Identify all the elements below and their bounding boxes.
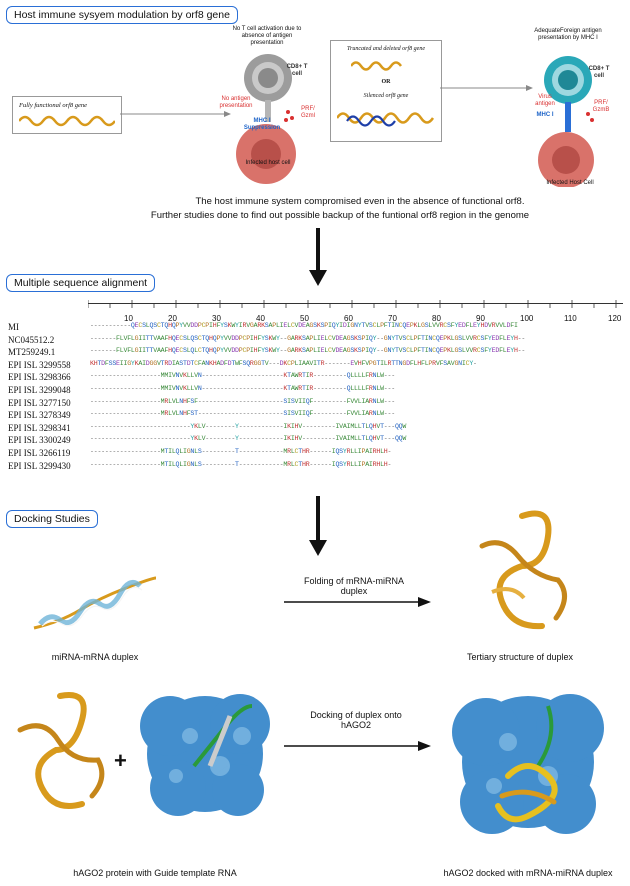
mirna-mrna-duplex-icon (33, 576, 157, 630)
caption-docked: hAGO2 docked with mRNA-miRNA duplex (443, 868, 613, 878)
cell1-cd8-label: CD8+ T cell (286, 64, 308, 77)
arrow-to-cell2 (440, 85, 533, 91)
duplex-ribbon-icon (17, 692, 105, 809)
ruler-number: 70 (388, 314, 397, 323)
caption-hago2-protein: hAGO2 protein with Guide template RNA (73, 868, 237, 878)
cell2-virus-label: Virus antigen (535, 94, 555, 107)
msa-sequence-label: MT259249.1 (8, 347, 56, 358)
silenced-rna-icon (337, 112, 435, 127)
tcell-host-cell-2-icon (538, 56, 594, 187)
msa-sequence-row: -------------------MTILQLIGNLS---------T… (90, 460, 392, 468)
hago2-protein-icon (140, 694, 270, 816)
caption-mirna-duplex: miRNA-mRNA duplex (51, 652, 139, 662)
ruler-number: 30 (212, 314, 221, 323)
msa-sequence-label: EPI ISL 3300249 (8, 435, 71, 446)
ruler-number: 100 (520, 314, 534, 323)
msa-sequence-row: -------------------MMIVNVKLLVN----------… (90, 385, 395, 392)
msa-sequence-label: EPI ISL 3278349 (8, 410, 71, 421)
section-title-immune: Host immune sysyem modulation by orf8 ge… (6, 6, 238, 24)
truncated-rna-icon (351, 61, 403, 71)
msa-sequence-row: -------------------MTILQLIGNLS---------T… (90, 448, 392, 455)
or-label: OR (381, 79, 391, 85)
cell2-mhc-label: MHC I (536, 112, 554, 118)
cell2-host-label: Infected Host Cell (546, 180, 594, 186)
down-arrow-1 (309, 228, 327, 286)
msa-sequence-row: -------------------MRLVLNHFSF-----------… (90, 397, 395, 405)
arrow-folding-label: Folding of mRNA-miRNA duplex (303, 576, 405, 596)
cell1-host-label: Infected host cell (245, 160, 291, 166)
cell1-top-note: No T cell activation due to absence of a… (232, 26, 302, 46)
msa-sequence-label: EPI ISL 3266119 (8, 448, 71, 458)
arrow-to-cell1 (120, 111, 231, 117)
ruler-number: 50 (300, 314, 309, 323)
msa-sequence-row: -----------QECSLQSCTQHQPYVVDDPCPIHFYSKWY… (90, 322, 518, 329)
msa-sequence-row: -------FLVFLGIITTVAAFHQECSLQSCTQHQPYVVDD… (90, 334, 526, 342)
ruler-number: 10 (124, 314, 133, 323)
msa-sequence-row: ---------------------------YKLV--------Y… (90, 422, 407, 430)
ruler-number: 60 (344, 314, 353, 323)
plus-sign: + (114, 748, 127, 773)
msa-sequence-row: -------------------MRLVLNHFST-----------… (90, 410, 395, 418)
tertiary-structure-icon (479, 510, 567, 630)
arrow-folding (284, 597, 431, 607)
ruler-number: 120 (608, 314, 622, 323)
msa-sequence-row: KHTDFSSEIIGYKAIDGGVTRDIASTDTCFANKHADFDTW… (90, 359, 477, 367)
msa-sequence-label: MI (8, 322, 19, 332)
functional-gene-label: Fully functional orf8 gene (19, 102, 88, 109)
msa-sequence-row: -------------------MMIVNVKLLVN----------… (90, 372, 395, 380)
msa-sequence-label: EPI ISL 3277150 (8, 397, 71, 408)
cell2-top-note: AdequateForeign antigen presentation by … (534, 28, 602, 41)
section-title-msa: Multiple sequence alignment (6, 274, 156, 292)
ruler-number: 40 (256, 314, 265, 323)
msa-sequence-label: EPI ISL 3299048 (8, 385, 71, 395)
summary-line-1: The host immune system compromised even … (195, 196, 525, 207)
functional-gene-box: Fully functional orf8 gene (12, 96, 122, 134)
msa-sequence-label: NC045512.2 (8, 334, 55, 345)
msa-sequence-label: EPI ISL 3299430 (8, 460, 71, 471)
cell1-no-antigen-label: No antigen presentation (219, 96, 253, 109)
down-arrow-2 (309, 496, 327, 556)
arrow-docking (284, 741, 431, 751)
msa-sequence-label: EPI ISL 3298341 (8, 422, 71, 433)
msa-ruler-line (88, 303, 623, 304)
truncated-gene-label: Truncated and deleted orf8 gene (347, 46, 425, 52)
section-title-docking: Docking Studies (6, 510, 98, 528)
silenced-gene-label: Silenced orf8 gene (363, 93, 409, 99)
tcell-host-cell-icon (236, 54, 296, 184)
msa-sequence-label: EPI ISL 3298366 (8, 372, 71, 383)
rna-helix-icon (19, 115, 115, 127)
caption-tertiary: Tertiary structure of duplex (466, 652, 574, 662)
msa-ruler-ticks (88, 300, 617, 308)
msa-sequence-row: -------FLVFLGIITTVAAFHQECSLQLCTQHQPYVVDD… (90, 347, 526, 355)
ruler-number: 110 (564, 314, 577, 323)
cell2-cd8-label: CD8+ T cell (588, 66, 610, 79)
docked-complex-icon (452, 694, 604, 834)
cell1-prf-label: PRF/ Gzml (301, 106, 315, 119)
cell1-mhc-label: MHC I Suppression (243, 118, 281, 131)
cell2-prf-label: PRF/ GzmB (592, 100, 610, 113)
ruler-number: 20 (168, 314, 177, 323)
mutated-gene-box: Truncated and deleted orf8 gene OR Silen… (330, 40, 442, 142)
msa-sequence-label: EPI ISL 3299558 (8, 359, 71, 370)
arrow-docking-label: Docking of duplex onto hAGO2 (310, 710, 402, 730)
ruler-number: 90 (476, 314, 485, 323)
msa-sequence-row: ---------------------------YKLV--------Y… (90, 435, 407, 443)
ruler-number: 80 (432, 314, 441, 323)
summary-line-2: Further studies done to find out possibl… (150, 210, 530, 221)
